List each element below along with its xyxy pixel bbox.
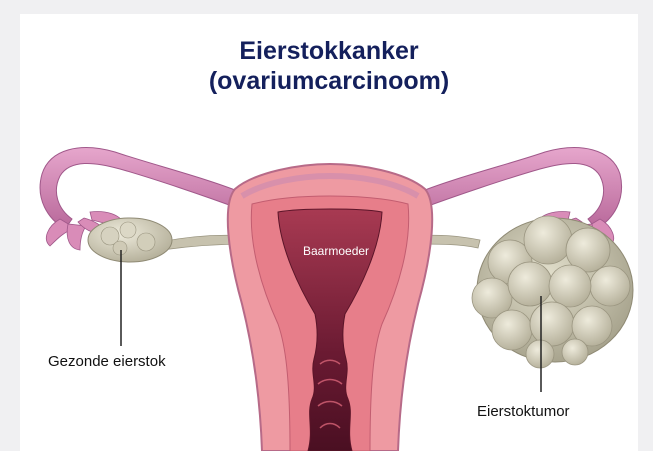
- uterus-illustration: [20, 14, 638, 451]
- healthy-ovary-shape: [88, 218, 172, 262]
- uterus-label: Baarmoeder: [303, 244, 369, 258]
- ovary-tumor-label: Eierstoktumor: [477, 403, 570, 420]
- healthy-ovary-label: Gezonde eierstok: [48, 353, 166, 370]
- ovarian-tumor-shape: [472, 216, 633, 368]
- left-fallopian-tube: [40, 148, 245, 229]
- diagram-card: Eierstokkanker (ovariumcarcinoom): [20, 14, 638, 451]
- right-fallopian-tube: [415, 148, 622, 229]
